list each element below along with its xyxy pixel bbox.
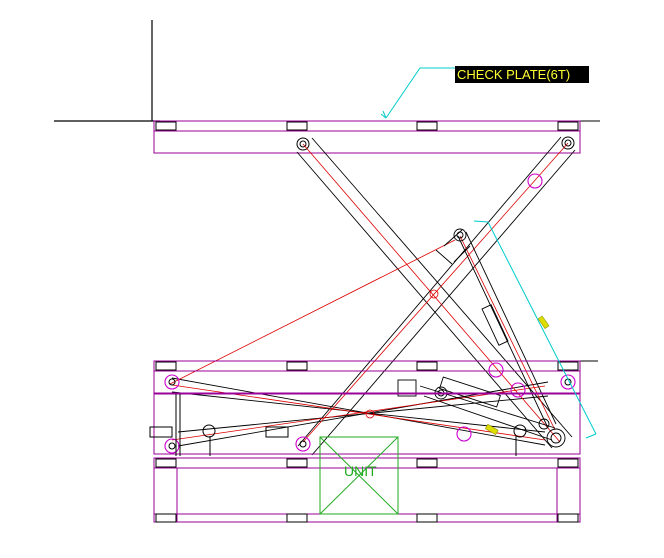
pin-circles — [164, 173, 576, 454]
middle-frame — [153, 360, 598, 394]
origin-axes — [54, 20, 160, 122]
hydraulic-cylinders — [397, 228, 566, 448]
scissor-arms — [171, 136, 576, 456]
unit-box — [319, 436, 399, 515]
top-platform — [148, 120, 600, 154]
base-frame — [149, 393, 581, 523]
callout-leader — [380, 67, 455, 119]
unit-label: UNIT — [344, 463, 377, 479]
callout-label: CHECK PLATE(6T) — [457, 67, 570, 82]
yellow-markers — [484, 315, 550, 435]
callout-label-bg — [455, 66, 589, 83]
dimension-line — [473, 220, 597, 439]
